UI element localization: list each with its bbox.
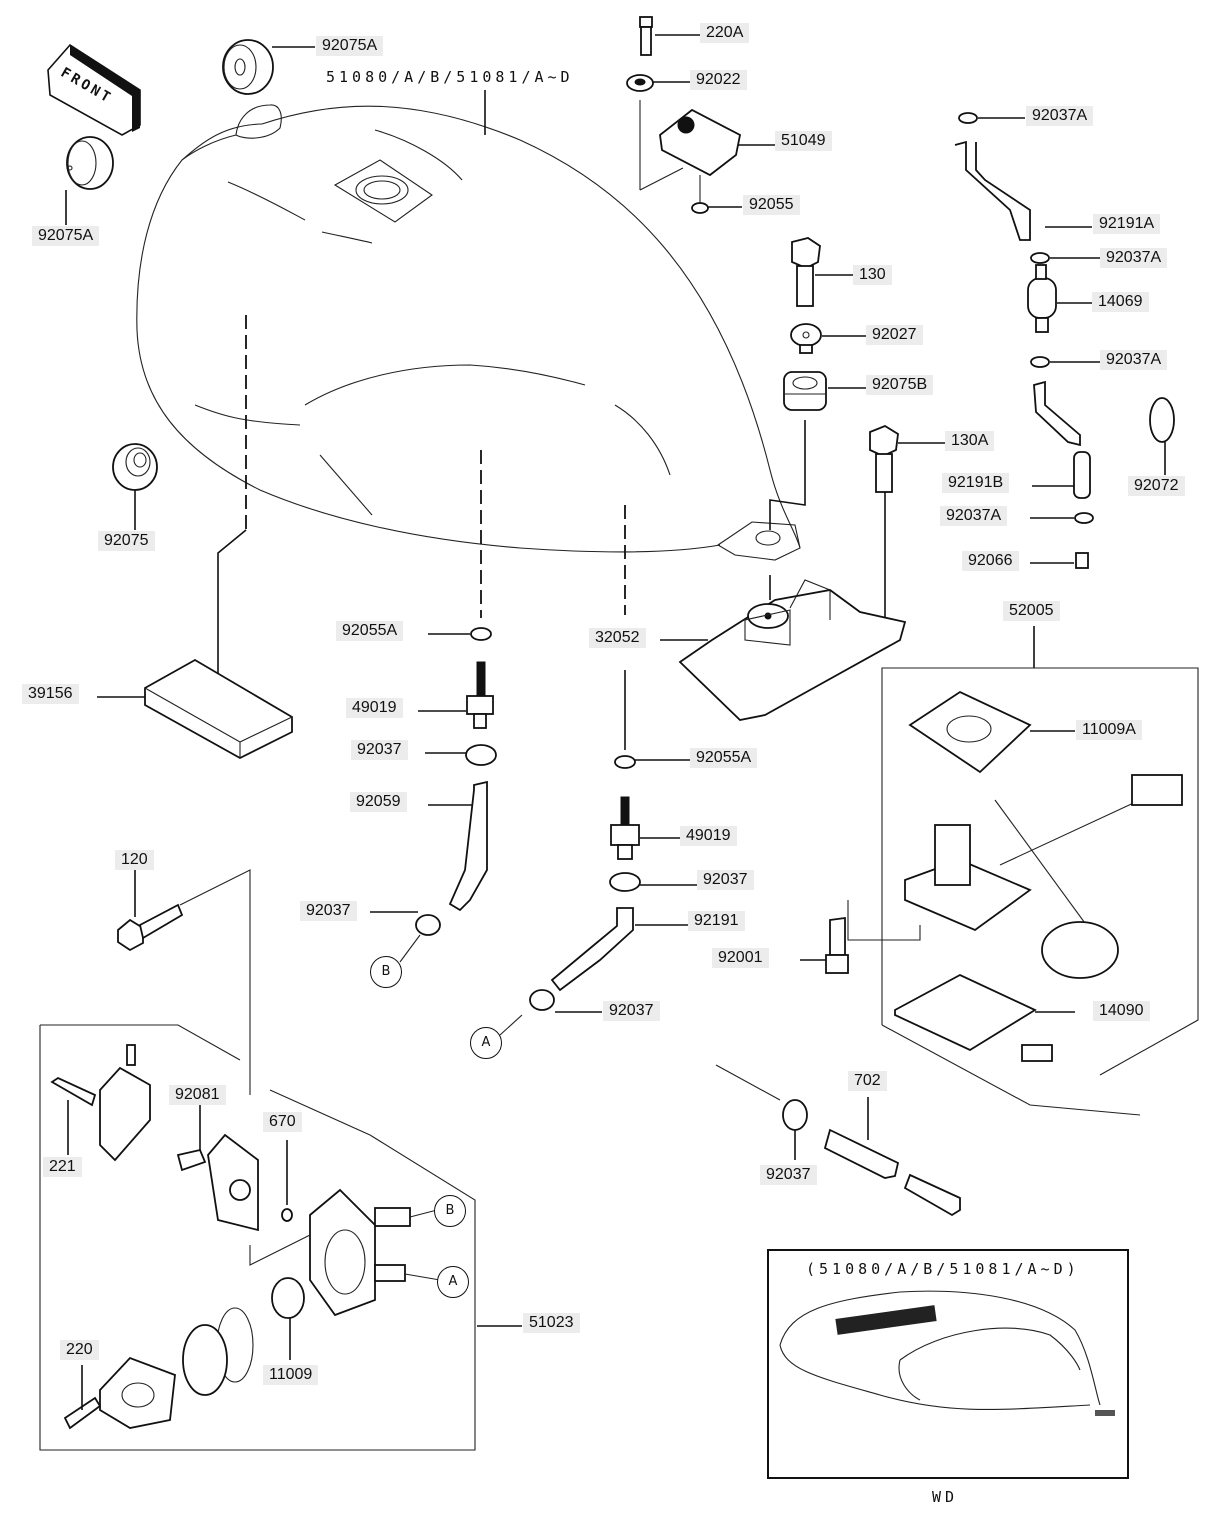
part-label[interactable]: 92027 bbox=[866, 325, 923, 345]
inset-ref: (51080/A/B/51081/A~D) bbox=[806, 1260, 1080, 1278]
part-label[interactable]: 221 bbox=[43, 1157, 82, 1177]
part-label[interactable]: 92037 bbox=[351, 740, 408, 760]
part-label[interactable]: 92022 bbox=[690, 70, 747, 90]
part-label[interactable]: 92081 bbox=[169, 1085, 226, 1105]
part-label[interactable]: 92037A bbox=[1026, 106, 1094, 126]
part-label[interactable]: 92037A bbox=[1100, 350, 1168, 370]
part-label[interactable]: 92037A bbox=[940, 506, 1008, 526]
valve-stack-left bbox=[370, 627, 497, 963]
part-label[interactable]: 92072 bbox=[1128, 476, 1185, 496]
part-label[interactable]: 92059 bbox=[350, 792, 407, 812]
part-label[interactable]: 92075 bbox=[98, 531, 155, 551]
bracket-32052 bbox=[660, 579, 907, 721]
part-label[interactable]: 39156 bbox=[22, 684, 79, 704]
washer-92022 bbox=[626, 74, 690, 92]
part-label[interactable]: 220A bbox=[700, 23, 750, 43]
pump-assembly-52005 bbox=[800, 626, 1199, 1116]
valve-stack-right bbox=[499, 755, 697, 1036]
grommet-92075A-top bbox=[222, 39, 315, 95]
front-arrow-icon bbox=[47, 43, 141, 136]
inset-panel bbox=[767, 1249, 1129, 1479]
part-label[interactable]: 51049 bbox=[775, 131, 832, 151]
part-label[interactable]: 52005 bbox=[1003, 601, 1060, 621]
pad-39156 bbox=[97, 658, 293, 760]
part-label[interactable]: 92191 bbox=[688, 911, 745, 931]
grommet-92075 bbox=[112, 443, 158, 530]
bolt-130A bbox=[869, 424, 945, 493]
part-label[interactable]: 92075A bbox=[32, 226, 100, 246]
part-label[interactable]: 92037 bbox=[697, 870, 754, 890]
part-label[interactable]: 14090 bbox=[1093, 1001, 1150, 1021]
fuel-cock-51023 bbox=[39, 1024, 522, 1451]
part-label[interactable]: 120 bbox=[115, 850, 154, 870]
callout-b: B bbox=[370, 956, 402, 988]
callout-a-pump: A bbox=[437, 1266, 469, 1298]
part-label[interactable]: 11009A bbox=[1076, 720, 1142, 740]
part-label[interactable]: 92037 bbox=[603, 1001, 660, 1021]
part-label[interactable]: 92037 bbox=[760, 1165, 817, 1185]
bolt-120 bbox=[117, 869, 251, 1095]
part-label[interactable]: 49019 bbox=[680, 826, 737, 846]
callout-a: A bbox=[470, 1027, 502, 1059]
part-label[interactable]: 92055 bbox=[743, 195, 800, 215]
part-label[interactable]: 130 bbox=[853, 265, 892, 285]
hose-702 bbox=[715, 1064, 961, 1217]
part-label[interactable]: 92055A bbox=[690, 748, 758, 768]
part-label[interactable]: 49019 bbox=[346, 698, 403, 718]
part-label[interactable]: 92066 bbox=[962, 551, 1019, 571]
part-label[interactable]: 32052 bbox=[589, 628, 646, 648]
part-label[interactable]: 92191B bbox=[942, 473, 1010, 493]
bolt-130 bbox=[791, 237, 853, 307]
part-label[interactable]: 670 bbox=[263, 1112, 302, 1132]
bolt-220A bbox=[639, 16, 700, 56]
grommet-92075A-left bbox=[65, 136, 114, 225]
part-label[interactable]: 92075A bbox=[316, 36, 384, 56]
part-label[interactable]: 92191A bbox=[1093, 214, 1161, 234]
grommet-92075B bbox=[783, 371, 866, 411]
part-label[interactable]: 130A bbox=[945, 431, 995, 451]
part-label[interactable]: 702 bbox=[848, 1071, 887, 1091]
washer-92027 bbox=[790, 323, 866, 354]
part-label[interactable]: 92001 bbox=[712, 948, 769, 968]
part-label[interactable]: 220 bbox=[60, 1340, 99, 1360]
callout-b-pump: B bbox=[434, 1195, 466, 1227]
inset-caption: WD bbox=[932, 1488, 959, 1506]
part-label[interactable]: 92037 bbox=[300, 901, 357, 921]
main-assembly-ref: 51080/A/B/51081/A~D bbox=[326, 68, 574, 86]
part-label[interactable]: 92075B bbox=[866, 375, 934, 395]
part-label[interactable]: 92037A bbox=[1100, 248, 1168, 268]
part-label[interactable]: 51023 bbox=[523, 1313, 580, 1333]
cap-51049 bbox=[639, 100, 775, 214]
part-label[interactable]: 11009 bbox=[263, 1365, 319, 1385]
part-label[interactable]: 14069 bbox=[1092, 292, 1149, 312]
fuel-tank bbox=[136, 104, 801, 561]
part-label[interactable]: 92055A bbox=[336, 621, 404, 641]
hose-assembly-right bbox=[954, 112, 1175, 569]
